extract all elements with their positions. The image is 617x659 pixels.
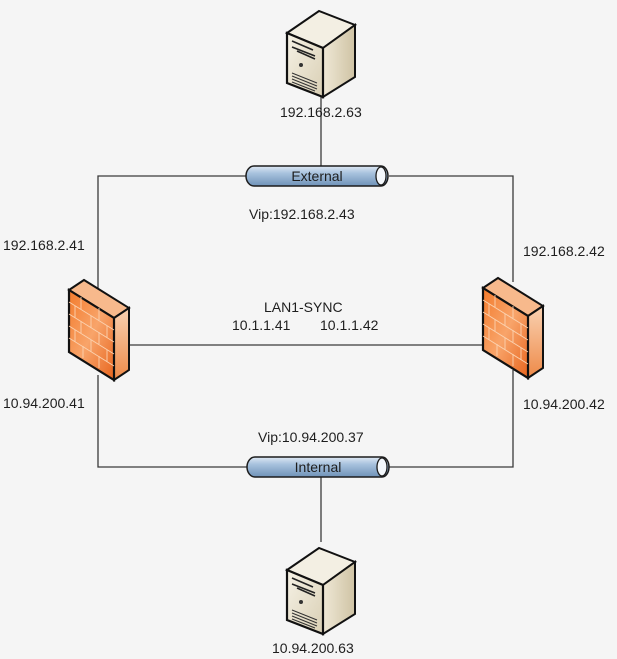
firewall-icon (67, 278, 131, 382)
server-icon (284, 9, 358, 99)
tube-end-cap (376, 457, 388, 477)
external-vip-label: Vip:192.168.2.43 (249, 206, 355, 222)
link-external-to-firewall-right (389, 175, 514, 282)
sync-network-label: LAN1-SYNC (264, 299, 343, 315)
network-segment-internal[interactable]: Internal (246, 456, 390, 478)
firewall-left-external-ip-label: 192.168.2.41 (3, 237, 85, 253)
network-segment-icon (245, 165, 389, 187)
internal-vip-label: Vip:10.94.200.37 (258, 429, 364, 445)
server-top-ip-label: 192.168.2.63 (280, 104, 362, 120)
firewall-right-external-ip-label: 192.168.2.42 (523, 243, 605, 259)
tube-end-cap (375, 166, 387, 186)
server-top[interactable] (284, 9, 358, 99)
sync-left-ip-label: 10.1.1.41 (232, 317, 291, 333)
server-icon (284, 546, 358, 636)
network-segment-external[interactable]: External (245, 165, 389, 187)
firewall-left-internal-ip-label: 10.94.200.41 (3, 395, 85, 411)
firewall-left[interactable] (67, 278, 131, 382)
link-external-to-firewall-left (97, 175, 246, 288)
firewall-icon (481, 276, 545, 380)
internal-network-label: Internal (295, 459, 342, 475)
external-network-label: External (291, 168, 342, 184)
server-bottom[interactable] (284, 546, 358, 636)
firewall-right[interactable] (481, 276, 545, 380)
sync-right-ip-label: 10.1.1.42 (320, 317, 379, 333)
network-segment-icon (246, 456, 390, 478)
server-bottom-ip-label: 10.94.200.63 (272, 640, 354, 656)
connections (97, 95, 514, 542)
link-firewall-right-to-internal (389, 370, 514, 468)
firewall-right-internal-ip-label: 10.94.200.42 (523, 396, 605, 412)
link-firewall-left-to-internal (97, 375, 247, 468)
